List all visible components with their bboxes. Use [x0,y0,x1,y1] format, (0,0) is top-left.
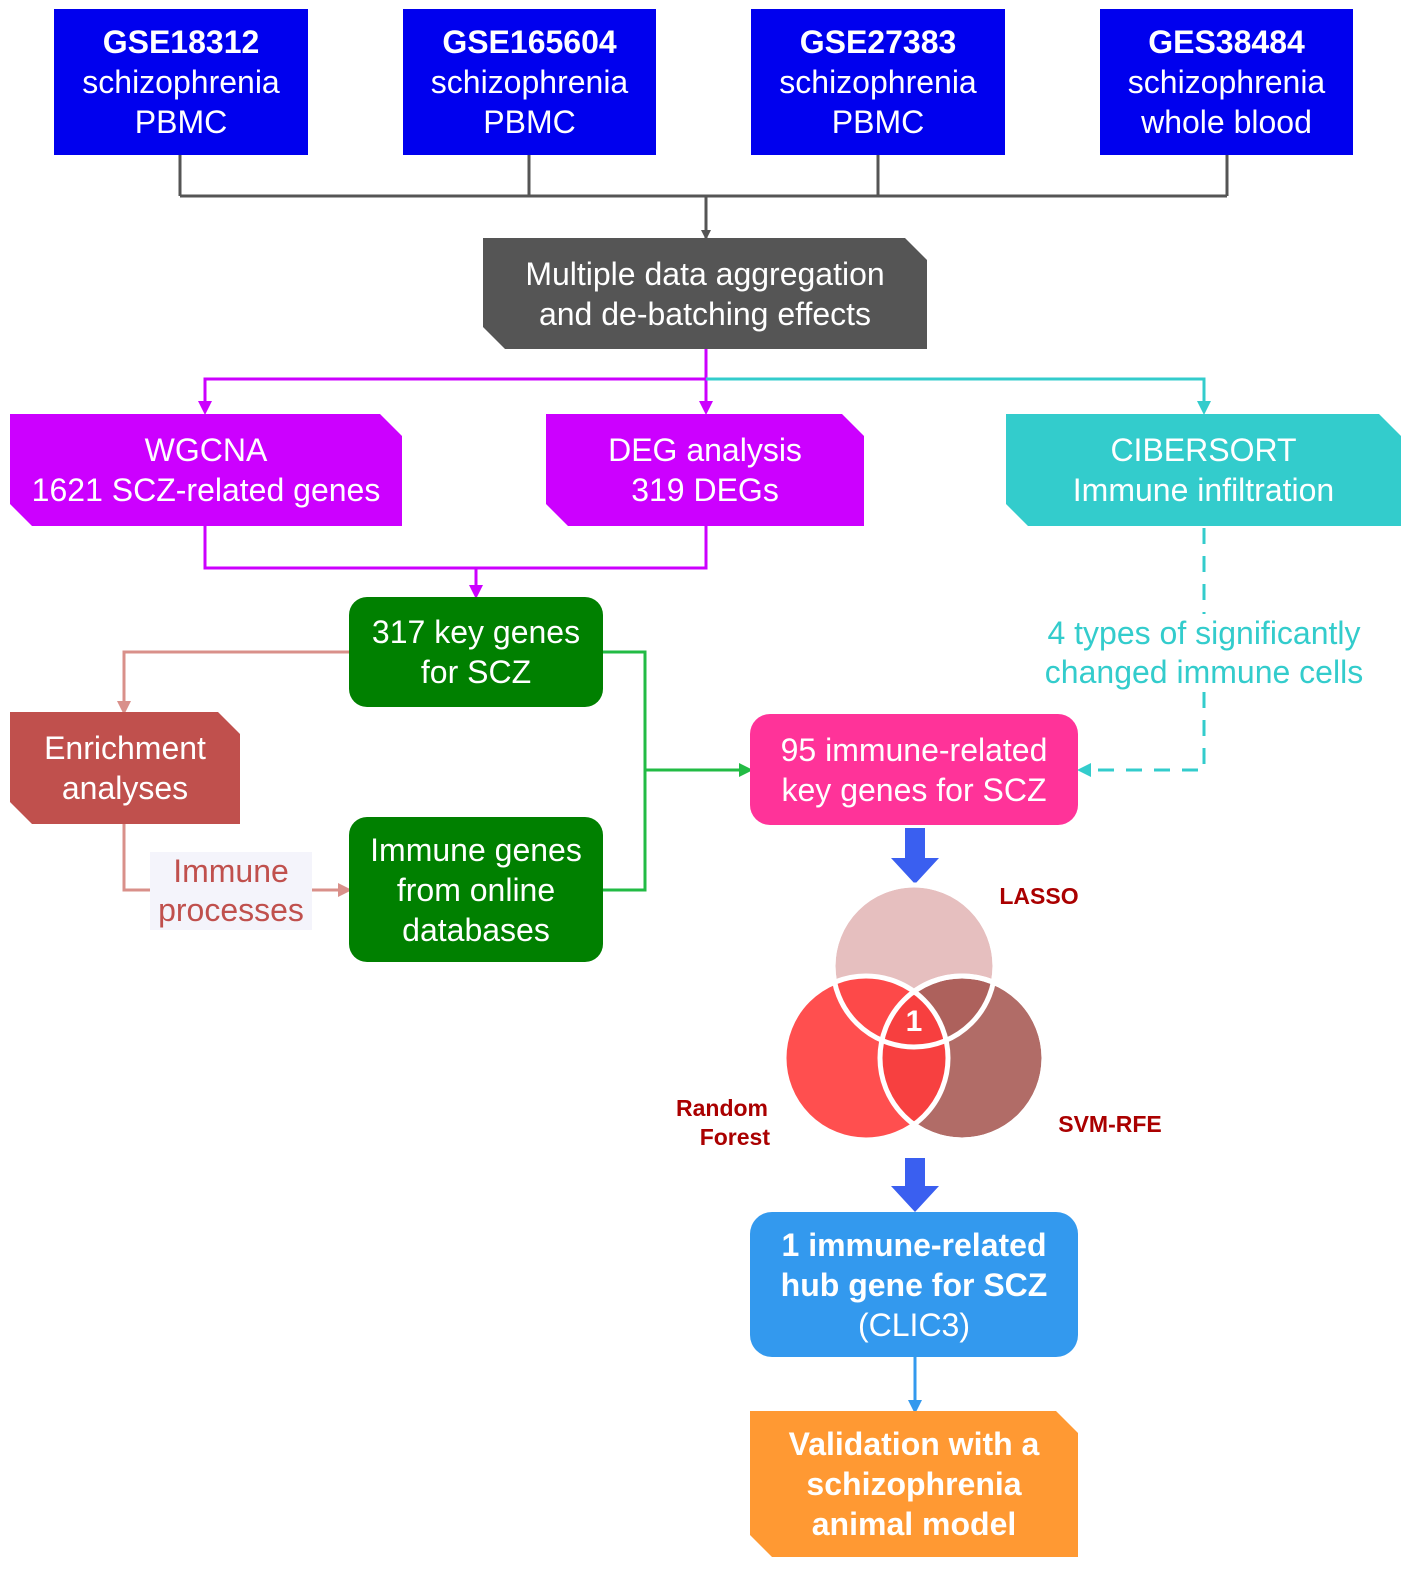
venn-svm-rfe-label: SVM-RFE [1058,1111,1162,1137]
dataset-disease: schizophrenia [430,64,629,100]
dataset-id: GES38484 [1148,24,1305,60]
immune-key-genes-box: 95 immune-related key genes for SCZ [750,714,1078,825]
enrichment-box-shape [10,712,240,824]
salmon-enrichment-connector [117,650,352,897]
hub-gene-box: 1 immune-related hub gene for SCZ (CLIC3… [750,1212,1078,1357]
immune-cells-label: 4 types of significantly changed immune … [1030,614,1378,692]
deg-line1: DEG analysis [608,432,802,468]
teal-dashed-connector [1077,528,1206,777]
dataset-id: GSE165604 [442,24,617,60]
hub-gene-line1: 1 immune-related [781,1226,1047,1263]
dataset-tissue: PBMC [483,104,576,140]
immune-key-genes-line2: key genes for SCZ [781,771,1047,808]
dataset-merge-connector [178,155,1229,240]
cibersort-line1: CIBERSORT [1110,432,1297,468]
aggregation-line1: Multiple data aggregation [525,255,885,292]
dataset-tissue: whole blood [1141,104,1312,140]
dataset-tissue: PBMC [134,104,228,140]
dataset-disease: schizophrenia [779,64,977,100]
immune-processes-line1: Immune [173,853,289,889]
cibersort-box-shape [1006,414,1401,526]
dataset-tissue: PBMC [831,104,925,140]
down-arrow-icon [891,1158,939,1212]
cibersort-box: CIBERSORT Immune infiltration [1006,414,1401,526]
hub-gene-line3: (CLIC3) [857,1306,970,1343]
magenta-merge-connector [203,526,708,599]
wgcna-box: WGCNA 1621 SCZ-related genes [10,414,402,526]
immune-genes-line1: Immune genes [370,831,582,868]
dataset-box-gse165604: GSE165604 schizophrenia PBMC [403,9,656,155]
enrichment-box: Enrichment analyses [10,712,240,824]
dataset-box-ges38484: GES38484 schizophrenia whole blood [1100,9,1353,155]
deg-line2: 319 DEGs [631,472,779,508]
venn-random-forest-circle [781,973,951,1143]
enrichment-line1: Enrichment [44,730,206,766]
immune-cells-line1: 4 types of significantly [1047,615,1361,651]
green-merge-connector [603,650,753,892]
immune-genes-line2: from online [396,871,556,908]
validation-line1: Validation with a [788,1426,1040,1462]
dataset-disease: schizophrenia [82,64,280,100]
dataset-id: GSE27383 [799,24,957,60]
validation-box-shape [750,1411,1078,1557]
dataset-id: GSE18312 [102,24,260,60]
venn-overlap-count: 1 [905,1005,923,1038]
deg-box-shape [546,414,864,526]
dataset-box-gse18312: GSE18312 schizophrenia PBMC [54,9,308,155]
down-arrow-icon [891,828,939,884]
key-genes-line2: for SCZ [420,654,532,690]
dataset-box-gse27383: GSE27383 schizophrenia PBMC [751,9,1005,155]
immune-genes-box: Immune genes from online databases [349,817,603,962]
immune-cells-line2: changed immune cells [1044,654,1364,690]
validation-line3: animal model [811,1506,1017,1542]
immune-processes-label: Immune processes [150,852,312,930]
wgcna-line2: 1621 SCZ-related genes [31,472,381,508]
immune-genes-line3: databases [402,911,550,948]
deg-box: DEG analysis 319 DEGs [546,414,864,526]
magenta-split-connector [198,349,713,415]
venn-diagram [781,882,1047,1143]
key-genes-line1: 317 key genes [371,614,581,650]
aggregation-box-shape [483,238,927,349]
key-genes-box: 317 key genes for SCZ [349,597,603,707]
enrichment-line2: analyses [61,770,189,806]
aggregation-box: Multiple data aggregation and de-batchin… [483,238,927,349]
venn-lasso-label: LASSO [999,883,1079,909]
validation-box: Validation with a schizophrenia animal m… [750,1411,1078,1557]
wgcna-line1: WGCNA [144,432,268,468]
cibersort-line2: Immune infiltration [1072,472,1335,508]
venn-random-forest-label: Random Forest [676,1095,770,1150]
aggregation-line2: and de-batching effects [538,295,872,332]
immune-processes-line2: processes [158,892,304,928]
dataset-disease: schizophrenia [1127,64,1326,100]
teal-split-connector [706,377,1211,415]
validation-line2: schizophrenia [806,1466,1022,1502]
immune-key-genes-line1: 95 immune-related [780,731,1048,768]
wgcna-box-shape [10,414,402,526]
hub-gene-line2: hub gene for SCZ [780,1266,1048,1303]
